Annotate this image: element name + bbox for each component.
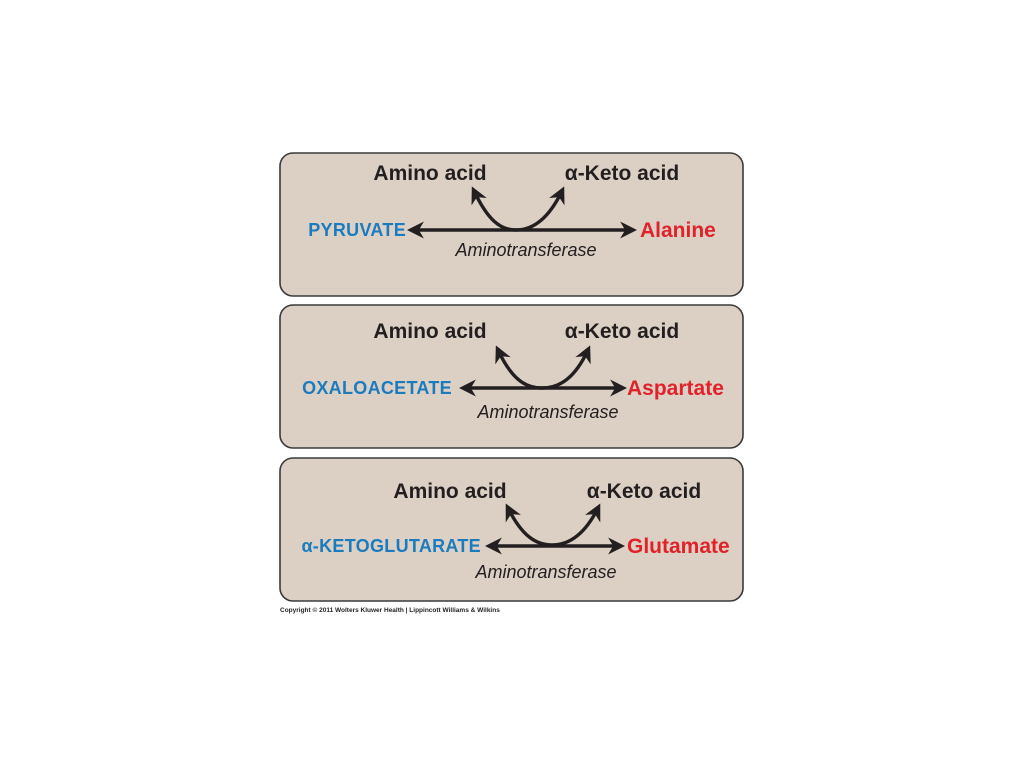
reaction-panel-3: Amino acid α-Keto acid α-KETOGLUTARATE G…: [279, 457, 744, 602]
product-label: Aspartate: [627, 377, 724, 400]
enzyme-label: Aminotransferase: [476, 402, 618, 422]
keto-acid-label: α-Keto acid: [565, 320, 679, 343]
amino-acid-label: Amino acid: [373, 320, 486, 343]
keto-acid-label: α-Keto acid: [565, 162, 679, 185]
reaction-panel-1: Amino acid α-Keto acid PYRUVATE Alanine …: [279, 152, 744, 297]
copyright-notice: Copyright © 2011 Wolters Kluwer Health |…: [280, 607, 500, 614]
keto-acid-label: α-Keto acid: [587, 480, 701, 503]
panel-box: [279, 304, 744, 449]
substrate-label: OXALOACETATE: [302, 378, 452, 398]
amino-acid-label: Amino acid: [393, 480, 506, 503]
amino-acid-label: Amino acid: [373, 162, 486, 185]
substrate-label: α-KETOGLUTARATE: [301, 536, 481, 556]
reaction-panel-2: Amino acid α-Keto acid OXALOACETATE Aspa…: [279, 304, 744, 449]
product-label: Glutamate: [627, 535, 730, 558]
enzyme-label: Aminotransferase: [474, 562, 616, 582]
product-label: Alanine: [640, 219, 716, 242]
substrate-label: PYRUVATE: [308, 220, 406, 240]
panel-box: [279, 457, 744, 602]
enzyme-label: Aminotransferase: [454, 240, 596, 260]
